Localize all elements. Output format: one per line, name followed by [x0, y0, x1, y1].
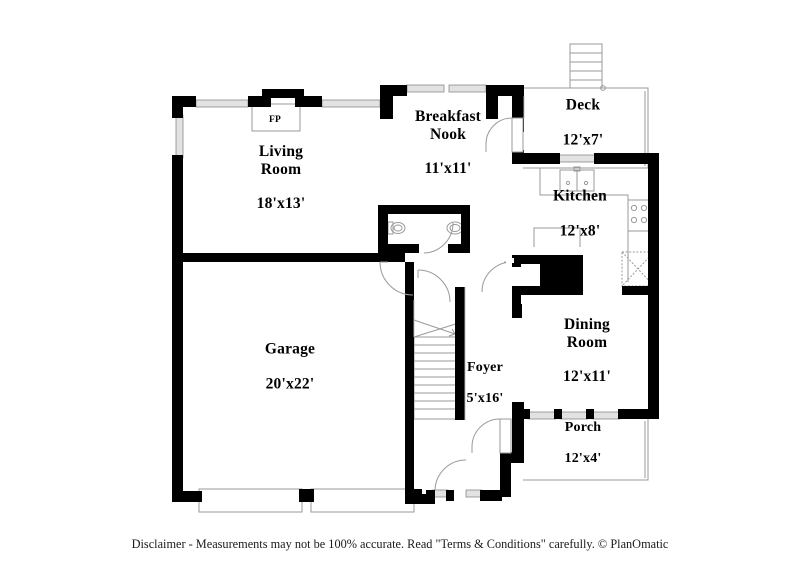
wall-porch-mull-2 [586, 409, 594, 419]
door-hall-to-foyer [417, 269, 451, 303]
window-dining-2 [559, 411, 589, 420]
wall-foyer-mull [446, 490, 454, 501]
kitchen-island-outline [533, 227, 581, 247]
wall-kitchen-fridge-base [622, 286, 659, 295]
window-foyer-right [465, 489, 483, 498]
wall-bath-right [461, 205, 470, 253]
wall-garage-door-mull [299, 489, 314, 502]
wall-bath-left [378, 205, 388, 253]
deck-stair-post [600, 85, 606, 91]
wall-porch-bottom-return [500, 452, 524, 463]
window-living-top-right [321, 99, 381, 108]
wall-living-garage-divider [172, 253, 405, 262]
window-dining-1 [527, 411, 557, 420]
kitchen-counter-run [539, 168, 629, 282]
doors [379, 117, 524, 491]
door-front-entry [471, 418, 512, 454]
wall-dining-left-stub [512, 304, 522, 318]
disclaimer-text: Disclaimer - Measurements may not be 100… [131, 537, 669, 551]
door-hall-to-living [379, 261, 414, 296]
windows [175, 84, 621, 498]
wall-right-bottom-return [620, 409, 659, 419]
door-half-bath [419, 222, 454, 254]
deck-stairs-icon [569, 43, 603, 89]
wall-porch-mull-3 [618, 409, 626, 419]
wall-porch-left [512, 419, 524, 461]
door-kitchen [481, 258, 514, 293]
wall-foyer-bottom-jamb [426, 490, 435, 501]
wall-right-lower [648, 286, 659, 418]
window-nook-right [448, 84, 487, 93]
wall-island-left-jamb [512, 255, 521, 267]
wall-island-left-post [512, 286, 521, 308]
wall-porch-mull-1 [554, 409, 562, 419]
wall-living-top-a [172, 96, 196, 107]
window-living-top-left [195, 99, 249, 108]
wall-foyer-garage [405, 287, 414, 502]
wall-right-upper [648, 153, 659, 286]
window-kitchen-sink [557, 154, 597, 163]
wall-bath-top [378, 205, 470, 214]
wall-nook-top-a [393, 85, 407, 96]
door-foyer-bottom [434, 459, 467, 491]
window-dining-3 [591, 411, 621, 420]
wall-fp-right [295, 89, 304, 107]
wall-bath-bottom-b [448, 244, 470, 253]
wall-garage-bottom-right [411, 489, 422, 502]
thin-linework [198, 43, 655, 513]
wall-garage-bottom-left [172, 491, 202, 502]
wall-island-bottom [512, 286, 583, 295]
door-nook-to-deck [485, 117, 524, 153]
fireplace-hearth [251, 103, 301, 132]
kitchen-sink-icon [559, 166, 595, 192]
wall-island-left-top [512, 255, 542, 264]
wall-left-main [172, 155, 183, 502]
wall-nook-kitchen-b [594, 153, 659, 164]
wall-living-top-c [304, 96, 322, 107]
wall-living-top-b [248, 96, 262, 107]
wall-foyer-stair-left [405, 262, 414, 300]
wall-nook-kitchen-a [512, 153, 560, 164]
wall-foyer-right [500, 452, 511, 497]
interior-thin-edges [413, 96, 525, 420]
wall-stair-right-upper [455, 287, 465, 335]
wall-foyer-bottom-b [480, 490, 502, 501]
wall-bath-bottom-a [378, 244, 423, 253]
window-nook-left [406, 84, 445, 93]
wall-nook-stepdown [380, 85, 393, 119]
wall-fp-top [262, 89, 304, 98]
wall-stair-right-lower [455, 335, 465, 420]
wall-nook-top-c [498, 85, 524, 96]
window-living-left [175, 114, 184, 159]
wall-nook-step-right [486, 85, 498, 119]
wall-left-upper [172, 96, 183, 118]
wall-porch-top-a [512, 409, 530, 419]
